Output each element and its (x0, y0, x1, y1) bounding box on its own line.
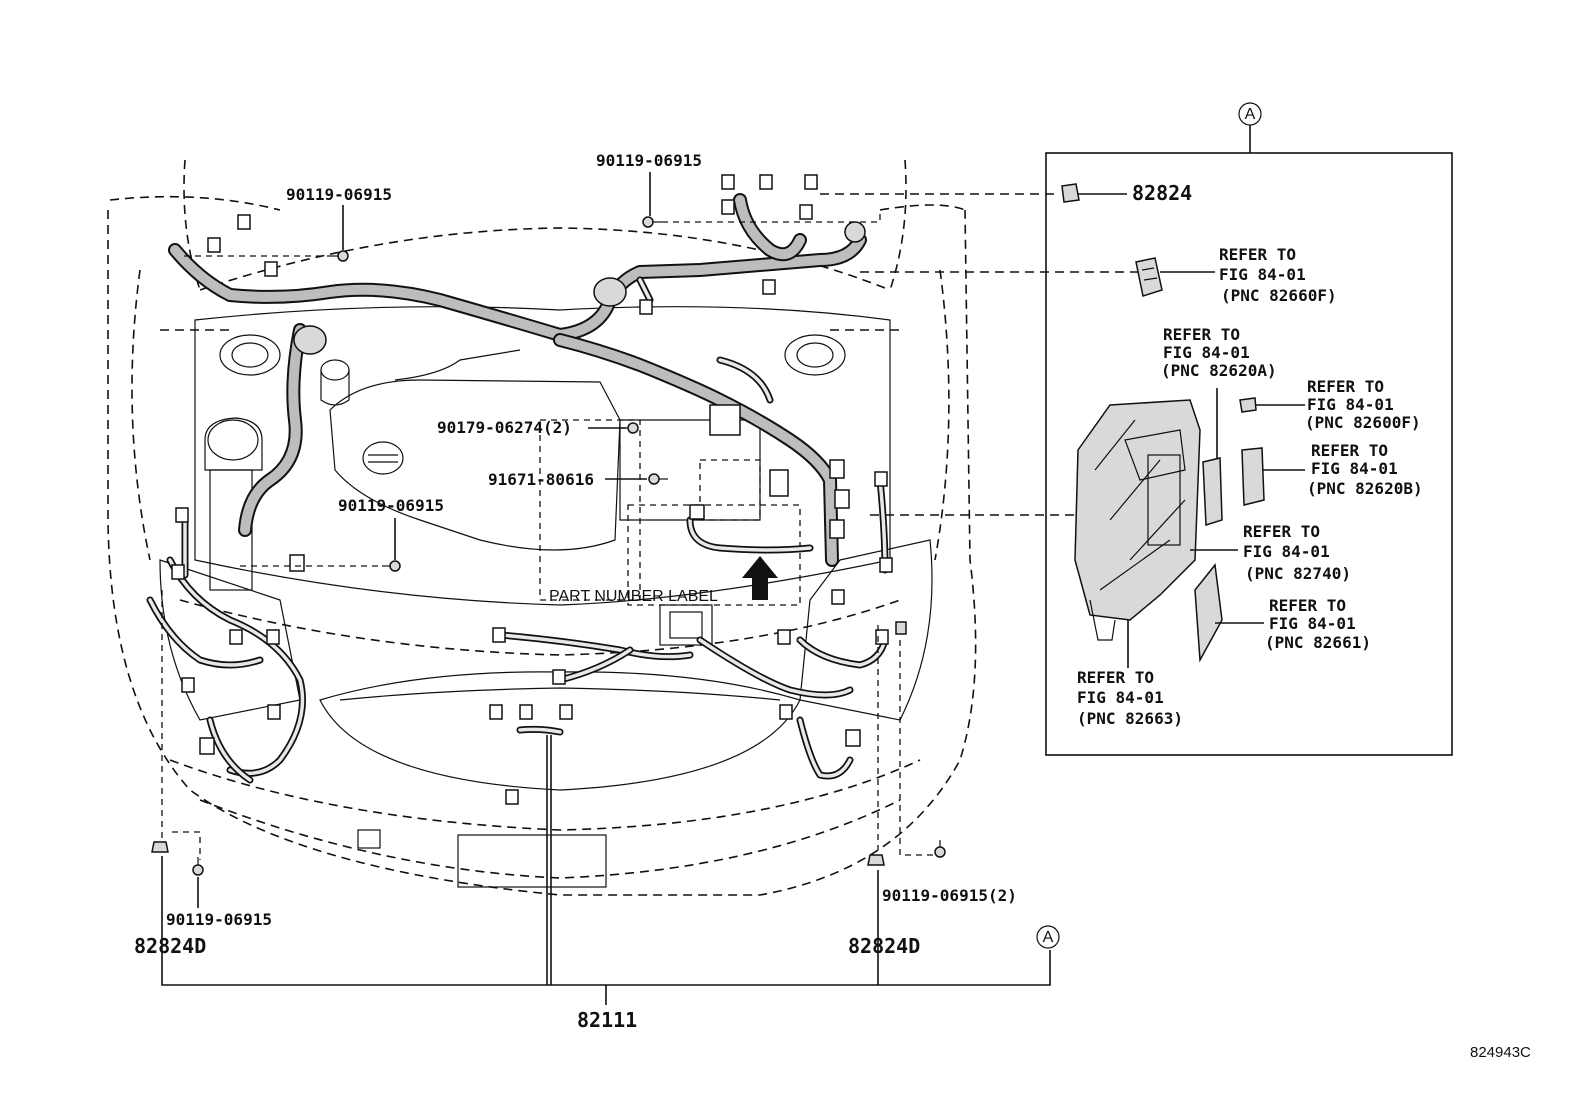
svg-text:FIG 84-01: FIG 84-01 (1163, 343, 1250, 362)
svg-text:REFER TO: REFER TO (1077, 668, 1154, 687)
svg-text:REFER TO: REFER TO (1219, 245, 1296, 264)
bolt-icon (934, 840, 946, 858)
svg-text:FIG 84-01: FIG 84-01 (1269, 614, 1356, 633)
label-bolt-top-center: 90119-06915 (596, 151, 702, 170)
svg-text:(PNC 82660F): (PNC 82660F) (1221, 286, 1337, 305)
label-bolt-bottom-left: 90119-06915 (166, 910, 272, 929)
svg-text:REFER TO: REFER TO (1243, 522, 1320, 541)
main-harness (168, 193, 867, 567)
label-82824d-left: 82824D (134, 934, 206, 958)
clip-icon (151, 841, 169, 853)
bolt-icon (330, 250, 349, 262)
diagram-code: 824943C (1470, 1044, 1531, 1061)
engine-bay (159, 306, 933, 888)
svg-text:FIG 84-01: FIG 84-01 (1311, 459, 1398, 478)
label-82111: 82111 (577, 1008, 637, 1032)
clip-icon (895, 621, 907, 635)
clip-icon (867, 854, 885, 866)
bolt-icon (382, 560, 401, 572)
svg-text:REFER TO: REFER TO (1269, 596, 1346, 615)
svg-text:(PNC 82663): (PNC 82663) (1077, 709, 1183, 728)
leader-lines (161, 172, 1215, 1005)
svg-text:FIG 84-01: FIG 84-01 (1077, 688, 1164, 707)
svg-text:(PNC 82740): (PNC 82740) (1245, 564, 1351, 583)
bolt-icon (648, 473, 668, 485)
label-bolt-mid: 90119-06915 (338, 496, 444, 515)
label-arrow-icon (742, 556, 778, 600)
detail-panel-a (1045, 125, 1453, 756)
label-clip-90179: 90179-06274(2) (437, 418, 572, 437)
bolt-icon (192, 857, 204, 876)
refer-note-82663: REFER TO FIG 84-01 (PNC 82663) (1077, 668, 1183, 728)
connectors (171, 174, 893, 805)
bolt-icon (642, 216, 662, 228)
refer-note-82620b: REFER TO FIG 84-01 (PNC 82620B) (1307, 441, 1423, 498)
svg-text:FIG 84-01: FIG 84-01 (1219, 265, 1306, 284)
svg-text:(PNC 82620A): (PNC 82620A) (1161, 361, 1277, 380)
label-82824d-right: 82824D (848, 934, 920, 958)
refer-note-82620a: REFER TO FIG 84-01 (PNC 82620A) (1161, 325, 1277, 380)
svg-text:REFER TO: REFER TO (1163, 325, 1240, 344)
label-bolt-top: 90119-06915 (286, 185, 392, 204)
label-bolt-bottom-right: 90119-06915(2) (882, 886, 1017, 905)
bolts (151, 216, 946, 876)
callout-a-top: A (1238, 102, 1262, 126)
svg-text:A: A (1245, 106, 1256, 123)
callout-a-bottom: A (1036, 925, 1060, 949)
part-number-label: PART NUMBER LABEL (549, 588, 718, 605)
refer-note-82600f: REFER TO FIG 84-01 (PNC 82600F) (1305, 377, 1421, 432)
svg-text:FIG 84-01: FIG 84-01 (1307, 395, 1394, 414)
vehicle-body-outline (107, 159, 977, 896)
label-82824: 82824 (1132, 181, 1192, 205)
branch-wires (146, 276, 889, 784)
refer-note-82660f: REFER TO FIG 84-01 (PNC 82660F) (1219, 245, 1337, 305)
refer-note-82661: REFER TO FIG 84-01 (PNC 82661) (1265, 596, 1371, 652)
label-bolt-91671: 91671-80616 (488, 470, 594, 489)
svg-text:FIG 84-01: FIG 84-01 (1243, 542, 1330, 561)
svg-text:REFER TO: REFER TO (1311, 441, 1388, 460)
svg-text:(PNC 82661): (PNC 82661) (1265, 633, 1371, 652)
refer-note-82740: REFER TO FIG 84-01 (PNC 82740) (1243, 522, 1351, 583)
svg-text:(PNC 82600F): (PNC 82600F) (1305, 413, 1421, 432)
svg-text:REFER TO: REFER TO (1307, 377, 1384, 396)
svg-text:A: A (1043, 929, 1054, 946)
svg-text:(PNC 82620B): (PNC 82620B) (1307, 479, 1423, 498)
